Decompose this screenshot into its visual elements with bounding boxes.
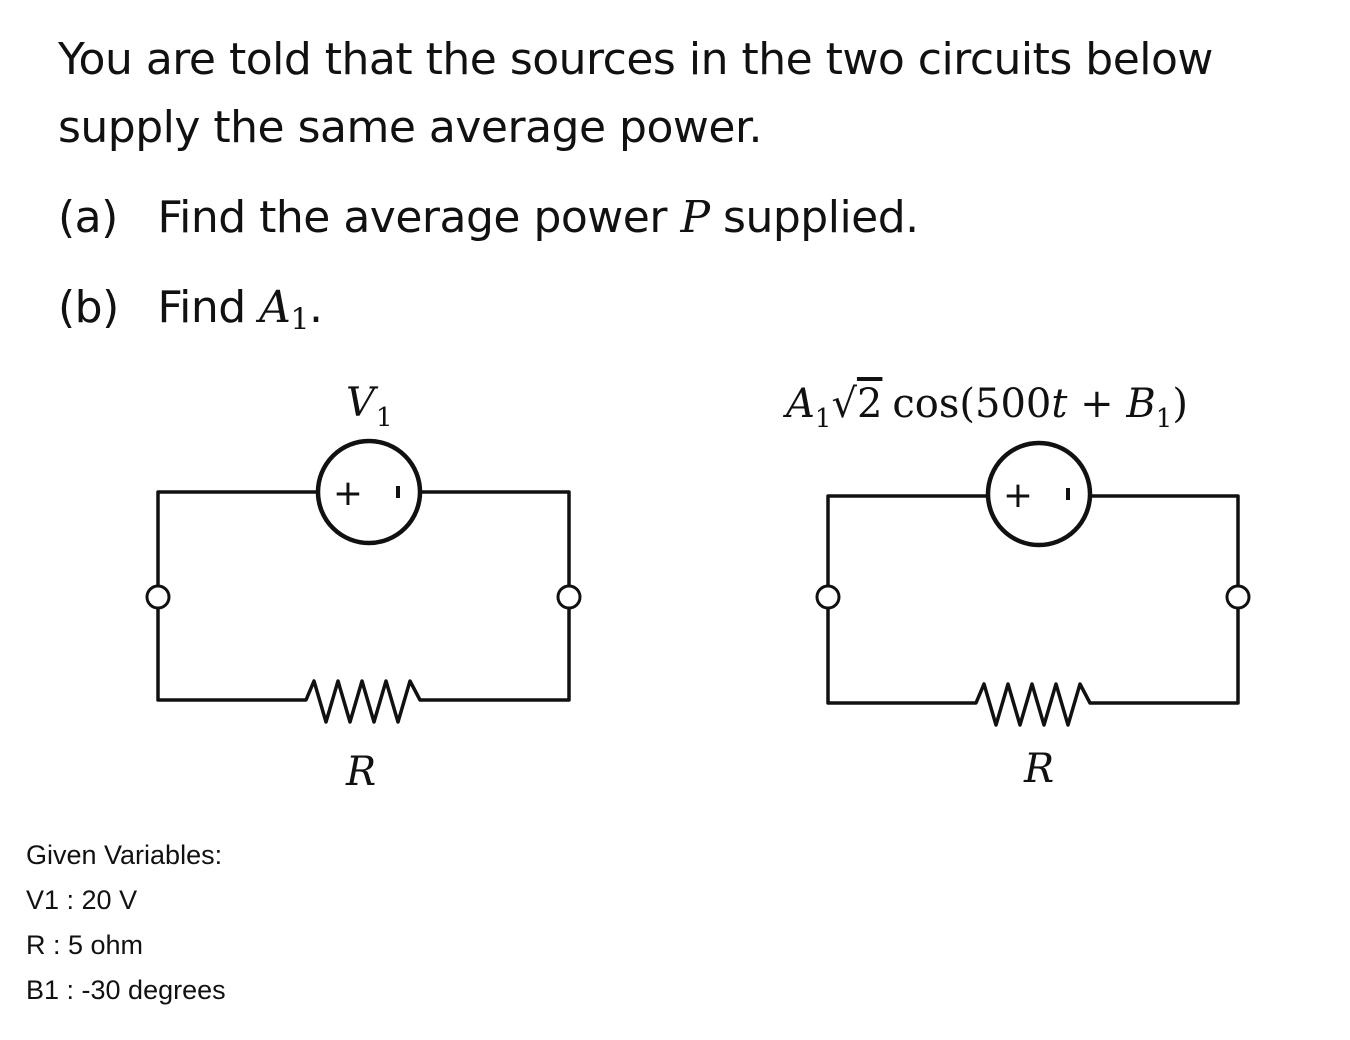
right-wire-top-left (826, 494, 988, 585)
left-resistor-label: R (345, 749, 376, 795)
right-resistor-label: R (1023, 746, 1054, 792)
right-label-b-sub: 1 (1156, 404, 1173, 434)
right-voltage-source (985, 440, 1093, 548)
part-b-text-after: . (308, 282, 323, 333)
left-wire-top-right (420, 490, 571, 585)
part-a: (a) Find the average power P supplied. (58, 192, 919, 243)
part-b: (b) Find A1. (58, 282, 323, 338)
given-row-v1: V1 : 20 V (26, 885, 138, 915)
right-source-minus (1066, 488, 1070, 500)
left-circuit: V 1 + R (145, 380, 582, 795)
given-row-r: R : 5 ohm (26, 930, 144, 960)
left-wire-top-left (156, 490, 318, 585)
right-resistor (970, 682, 1098, 727)
left-source-plus: + (333, 473, 363, 514)
right-wire-top-right (1090, 494, 1240, 585)
right-wire-bottom-left (826, 609, 970, 705)
right-label-close: ) (1172, 381, 1188, 427)
left-source-label: V (346, 380, 379, 426)
right-label-b: B (1125, 381, 1155, 427)
right-label-a: A (782, 381, 815, 427)
left-voltage-source (315, 438, 423, 546)
left-terminal-left (145, 584, 171, 610)
right-label-sqrt: √ (831, 381, 857, 427)
problem-intro: You are told that the sources in the two… (58, 34, 1213, 153)
right-label-t: t (1051, 381, 1068, 427)
left-resistor (300, 679, 428, 724)
part-a-tag: (a) (58, 192, 118, 243)
problem-statement: You are told that the sources in the two… (58, 26, 1318, 337)
part-b-tag: (b) (58, 282, 119, 333)
part-a-text-after: supplied. (723, 192, 919, 243)
left-terminal-right (556, 584, 582, 610)
part-b-text-before: Find (157, 282, 247, 333)
left-source-label-subscript: 1 (376, 403, 393, 433)
given-row-b1: B1 : -30 degrees (26, 975, 226, 1005)
right-label-sqrt-arg: 2 (857, 381, 882, 427)
given-variables-title: Given Variables: (26, 840, 223, 870)
part-a-symbol: P (680, 192, 710, 243)
given-variables: Given Variables: V1 : 20 V R : 5 ohm B1 … (26, 840, 226, 1020)
right-label-cos: cos(500 (892, 381, 1051, 427)
left-source-minus (396, 486, 400, 498)
part-b-subscript: 1 (290, 302, 309, 338)
right-terminal-right (1225, 584, 1251, 610)
part-a-text-before: Find the average power (157, 192, 668, 243)
left-wire-bottom-left (156, 609, 300, 702)
right-wire-bottom-right (1098, 609, 1240, 705)
right-label-plus: + (1067, 381, 1126, 427)
right-source-plus: + (1003, 475, 1033, 516)
right-terminal-left (815, 584, 841, 610)
part-b-symbol: A (259, 282, 291, 333)
right-label-a-sub: 1 (815, 404, 832, 434)
left-wire-bottom-right (428, 609, 571, 702)
